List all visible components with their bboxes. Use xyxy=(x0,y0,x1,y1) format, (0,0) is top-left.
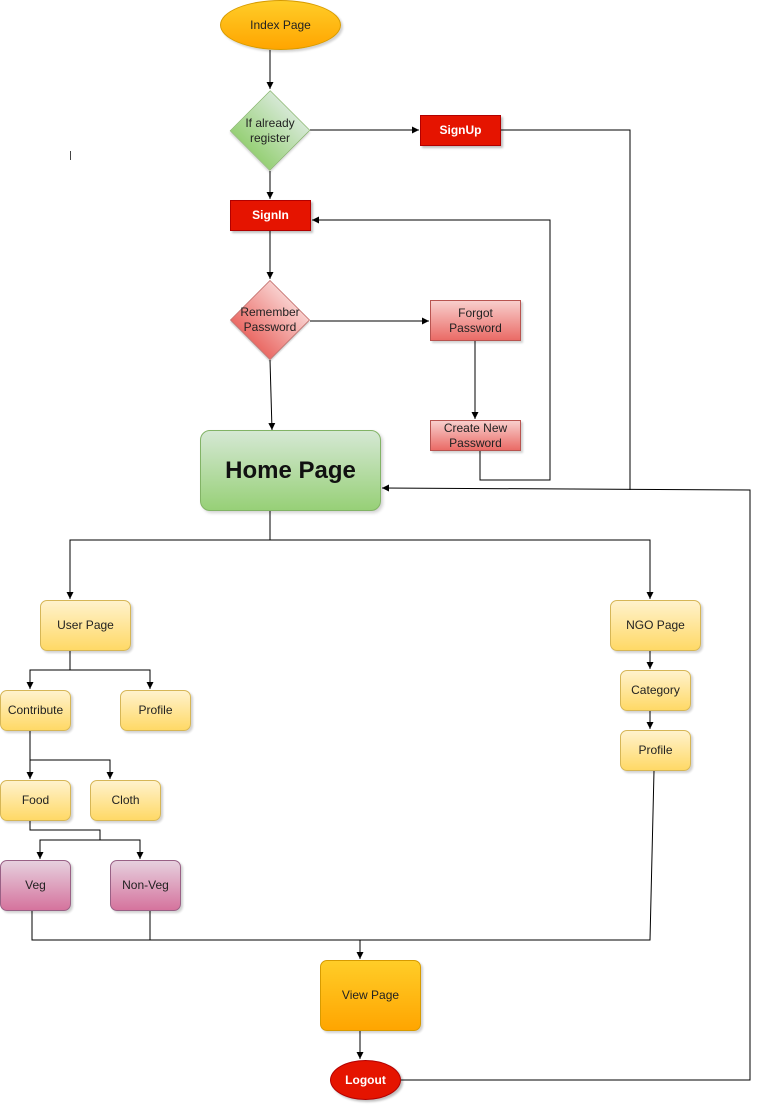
edge-create-to-signin xyxy=(312,216,551,481)
category-node[interactable]: Category xyxy=(620,670,691,711)
index-page-shape xyxy=(220,0,341,50)
edge-ngo-profile-to-view xyxy=(356,770,655,959)
index-page-node[interactable]: Index Page xyxy=(220,0,341,50)
register-check-node[interactable]: If already register xyxy=(229,90,311,171)
remember-password-label: Remember Password xyxy=(240,305,300,334)
remember-password-node[interactable]: Remember Password xyxy=(230,280,310,360)
ngo-page-label: NGO Page xyxy=(626,618,685,632)
category-label: Category xyxy=(631,683,680,697)
edge-home-branch xyxy=(66,511,271,599)
logout-node[interactable]: Logout xyxy=(330,1060,401,1100)
non-veg-label: Non-Veg xyxy=(122,878,169,892)
home-page-node[interactable]: Home Page xyxy=(200,430,381,511)
edge-user-to-contribute xyxy=(26,651,71,689)
contribute-label: Contribute xyxy=(7,703,64,717)
edge-food-to-veg xyxy=(29,821,101,859)
user-page-label: User Page xyxy=(57,618,114,632)
edge-remember-to-home xyxy=(268,359,276,431)
contribute-node[interactable]: Contribute xyxy=(0,690,71,731)
user-profile-node[interactable]: Profile xyxy=(120,690,191,731)
veg-node[interactable]: Veg xyxy=(0,860,71,911)
food-label: Food xyxy=(21,793,50,807)
edge-veg-to-view xyxy=(31,911,360,941)
forgot-password-label: Forgot Password xyxy=(449,305,502,335)
ngo-profile-node[interactable]: Profile xyxy=(620,730,691,771)
signup-label: SignUp xyxy=(439,123,482,137)
non-veg-node[interactable]: Non-Veg xyxy=(110,860,181,911)
home-page-label: Home Page xyxy=(225,457,356,484)
user-page-node[interactable]: User Page xyxy=(40,600,131,651)
edge-user-to-profile xyxy=(70,669,154,689)
view-page-label: View Page xyxy=(341,988,400,1002)
user-profile-label: Profile xyxy=(138,703,173,717)
edge-home-to-ngo xyxy=(270,539,654,599)
create-new-password-label: Create New Password xyxy=(443,420,508,450)
edge-logout-to-home xyxy=(381,484,751,1081)
edge-signup-to-home xyxy=(501,129,631,490)
view-page-node[interactable]: View Page xyxy=(320,960,421,1031)
index-page-label: Index Page xyxy=(250,17,311,32)
food-node[interactable]: Food xyxy=(0,780,71,821)
edge-food-to-nonveg xyxy=(100,839,144,859)
cloth-node[interactable]: Cloth xyxy=(90,780,161,821)
cloth-label: Cloth xyxy=(111,793,140,807)
forgot-password-node[interactable]: Forgot Password xyxy=(430,300,521,341)
ngo-page-node[interactable]: NGO Page xyxy=(610,600,701,651)
register-check-label: If already register xyxy=(245,115,295,145)
logout-label: Logout xyxy=(345,1072,386,1087)
signin-label: SignIn xyxy=(252,208,289,222)
create-new-password-node[interactable]: Create New Password xyxy=(430,420,521,451)
edge-contribute-to-cloth xyxy=(30,759,114,779)
signup-node[interactable]: SignUp xyxy=(420,115,501,146)
veg-label: Veg xyxy=(25,878,46,892)
ngo-profile-label: Profile xyxy=(638,743,673,757)
signin-node[interactable]: SignIn xyxy=(230,200,311,231)
stray-tick-mark xyxy=(70,151,71,160)
